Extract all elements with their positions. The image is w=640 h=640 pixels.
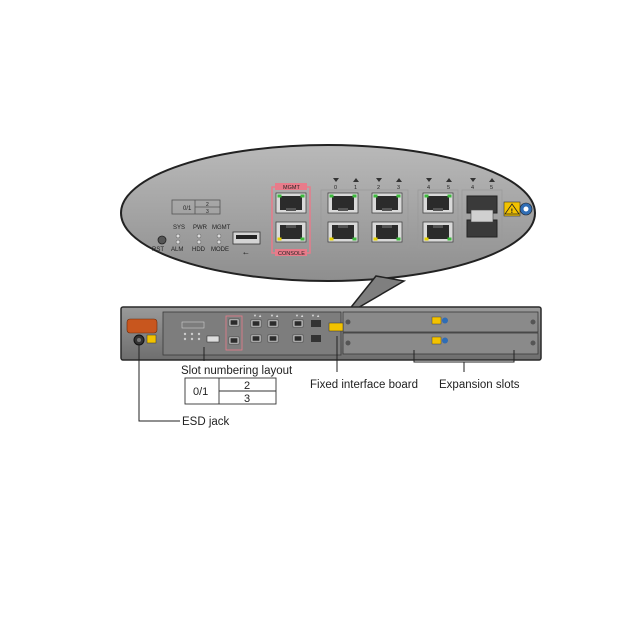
usb-port[interactable] (232, 231, 261, 245)
console-port[interactable] (275, 221, 307, 243)
port-num-2: 2 (377, 185, 380, 191)
chassis: ▼ ▲ ▼ ▲ ▼ ▲ ▼ ▲ (120, 306, 542, 361)
reset-button[interactable] (157, 235, 167, 245)
esd-jack-label: ESD jack (182, 416, 230, 428)
mgmt-label: MGMT (283, 185, 300, 191)
led-label-rst: RST (152, 247, 164, 253)
port-num-1: 1 (354, 185, 357, 191)
usb-icon: ⭠ (243, 249, 249, 257)
port-1-bottom[interactable] (371, 221, 403, 243)
chassis-port[interactable] (250, 334, 262, 343)
expansion-slot-3 (342, 332, 539, 355)
led-sys (175, 233, 181, 239)
chassis-warning-icon (146, 334, 157, 344)
slot-cell-2: 2 (244, 380, 250, 392)
port-0-top[interactable] (327, 192, 359, 214)
sfp-port-bottom[interactable] (466, 219, 498, 238)
mgmt-port[interactable] (275, 192, 307, 214)
zoom-slot-right-top: 2 (206, 202, 209, 208)
expansion-slot-2 (342, 311, 539, 333)
chassis-port[interactable] (292, 319, 304, 328)
led-alm (175, 239, 181, 245)
svg-text:▼ ▲: ▼ ▲ (270, 313, 279, 318)
zoom-slot-right-bottom: 3 (206, 209, 209, 215)
led-label-mgmt: MGMT (212, 225, 231, 231)
led-mode (216, 239, 222, 245)
led-label-mode: MODE (211, 247, 229, 253)
chassis-sfp[interactable] (311, 335, 321, 342)
warning-icon: ! (503, 201, 521, 217)
port-1-top[interactable] (371, 192, 403, 214)
led-pwr (196, 233, 202, 239)
zoom-slot-left: 0/1 (183, 206, 192, 212)
port-num-5: 5 (447, 185, 450, 191)
port-group-0-1 (320, 189, 409, 249)
chassis-port[interactable] (267, 319, 279, 328)
expansion-slots-label: Expansion slots (439, 379, 520, 391)
port-4-bottom[interactable] (422, 221, 454, 243)
slot-cell-3: 3 (244, 393, 250, 405)
port-4-top[interactable] (422, 192, 454, 214)
led-label-sys: SYS (173, 225, 185, 231)
port-num-4: 4 (427, 185, 430, 191)
led-label-hdd: HDD (192, 247, 206, 253)
led-hdd (196, 239, 202, 245)
chassis-sfp[interactable] (311, 320, 321, 327)
port-num-3: 3 (397, 185, 400, 191)
svg-text:▼ ▲: ▼ ▲ (253, 313, 262, 318)
led-label-alm: ALM (171, 247, 183, 253)
chassis-console-port[interactable] (228, 336, 240, 345)
svg-text:▼ ▲: ▼ ▲ (311, 313, 320, 318)
slot-table: 0/1 2 3 (184, 377, 277, 405)
laser-icon (519, 202, 533, 216)
port-num-sfp-5: 5 (490, 185, 493, 191)
port-number-row: 0 1 2 3 4 5 4 5 (333, 178, 495, 191)
zoom-pointer (343, 275, 407, 317)
svg-text:!: ! (511, 208, 514, 215)
chassis-usb[interactable] (206, 335, 220, 343)
chassis-port-markers: ▼ ▲ ▼ ▲ ▼ ▲ ▼ ▲ (253, 313, 320, 318)
chassis-port[interactable] (250, 319, 262, 328)
brand-logo (126, 318, 158, 334)
sfp-group (461, 189, 503, 249)
zoom-slot-table: 0/1 2 3 (171, 199, 221, 215)
zoom-callout: 0/1 2 3 SYS PWR MGMT RST ALM HDD MODE ⭠ … (120, 144, 536, 317)
port-num-sfp-4: 4 (471, 185, 474, 191)
chassis-port[interactable] (267, 334, 279, 343)
esd-leader (138, 345, 180, 422)
slot-cell-0-1: 0/1 (193, 386, 208, 398)
svg-text:▼ ▲: ▼ ▲ (295, 313, 304, 318)
fixed-board-label: Fixed interface board (310, 379, 418, 391)
console-label: CONSOLE (278, 251, 305, 257)
main-panel (162, 311, 342, 356)
mgmt-console-block: MGMT CONSOLE (271, 183, 311, 257)
callout-lines (138, 336, 515, 422)
chassis-port[interactable] (292, 334, 304, 343)
led-label-pwr: PWR (193, 225, 208, 231)
fixed-board-warning (328, 322, 344, 332)
led-mgmt (216, 233, 222, 239)
port-num-0: 0 (334, 185, 337, 191)
port-group-4 (417, 189, 459, 249)
chassis-mgmt-port[interactable] (228, 318, 240, 327)
slot-layout-title: Slot numbering layout (181, 365, 293, 377)
port-0-bottom[interactable] (327, 221, 359, 243)
